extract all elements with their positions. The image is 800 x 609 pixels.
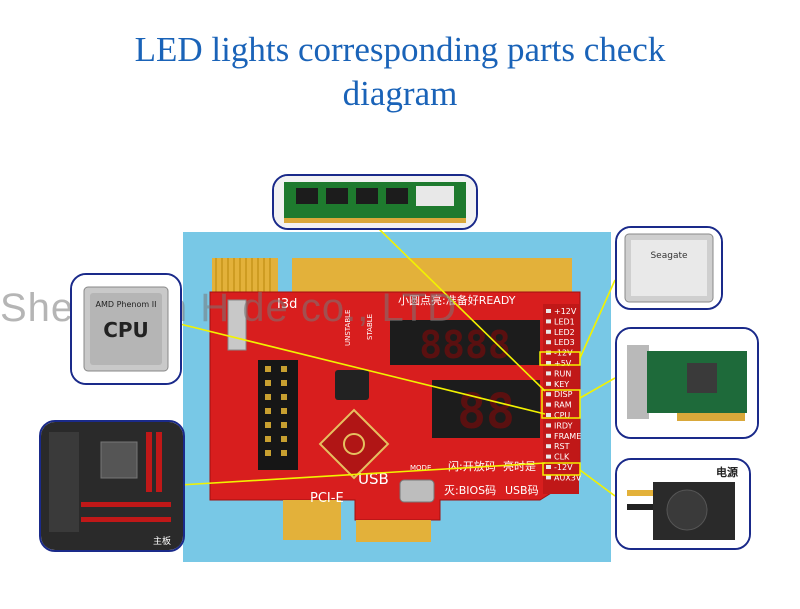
led-label: -12V: [554, 463, 573, 472]
ready-label: 小圆点亮:准备好READY: [398, 293, 516, 307]
led-indicator: [546, 319, 551, 324]
led-label: FRAME: [554, 432, 581, 441]
psu-frame: 电源: [615, 458, 751, 550]
led-label: CPU: [554, 411, 570, 420]
highlight-disp-ram-cpu: [541, 389, 581, 419]
led-indicator: [546, 413, 551, 417]
pcie-label: PCI-E: [310, 491, 344, 506]
title-line-2: diagram: [342, 74, 458, 113]
unstable-label: UNSTABLE: [344, 310, 352, 346]
cpu-text: CPU: [103, 318, 149, 342]
led-indicator: [546, 361, 551, 365]
psu-text: 电源: [716, 465, 738, 479]
led-indicator: [546, 381, 551, 386]
connector-lines: [179, 227, 616, 497]
led-label: LED3: [554, 338, 575, 347]
led-indicator: [546, 475, 551, 480]
led-indicator: [546, 433, 551, 438]
psu-image: 电源: [617, 460, 749, 548]
led-indicator: [546, 309, 551, 313]
brand-label: I3d: [277, 297, 297, 312]
led-label: DISP: [554, 390, 573, 399]
led-indicator: [546, 444, 551, 449]
led-indicator: [546, 329, 551, 334]
led-indicator: [546, 371, 551, 376]
micro-usb-port: [399, 479, 435, 503]
flash-label-2: 灭:BIOS码: [444, 484, 496, 497]
led-label: RAM: [554, 401, 572, 410]
led-indicator: [546, 392, 551, 397]
hdd-frame: Seagate: [615, 226, 723, 310]
flash-label-1: 闪:开放码: [448, 459, 496, 473]
highlight-power-leds: [539, 351, 581, 366]
graphics-card-image: [617, 329, 757, 437]
chip: [318, 408, 390, 480]
pcie-connector-fingers: [283, 500, 431, 542]
led-label: -12V: [554, 349, 573, 358]
led-indicator: [546, 465, 551, 469]
led-indicator: [546, 340, 551, 345]
cpu-brand: AMD Phenom II: [96, 300, 157, 309]
ram-image: [274, 176, 476, 228]
cpu-image: AMD Phenom II CPU: [72, 275, 180, 383]
led-label: +5V: [554, 359, 572, 368]
stable-label: STABLE: [366, 314, 374, 340]
led-label: IRDY: [554, 421, 573, 430]
mode-label: MODE: [410, 464, 431, 472]
seven-seg-bottom-digits: 88: [457, 384, 515, 440]
lit-label: 亮时是: [503, 459, 536, 473]
usb-code-label: USB码: [505, 484, 539, 497]
motherboard-image: 主板: [41, 422, 183, 550]
hdd-brand: Seagate: [650, 251, 688, 261]
ram-frame: [272, 174, 478, 230]
led-label: LED2: [554, 328, 575, 337]
pin-header: [258, 360, 298, 470]
highlight-aux: [542, 462, 581, 476]
hdd-image: Seagate: [617, 228, 721, 308]
motherboard-text: 主板: [153, 535, 171, 547]
led-label: AUX3V: [554, 473, 582, 482]
led-label: RUN: [554, 369, 571, 378]
seven-seg-top-digits: 8888: [419, 323, 511, 367]
seven-segment-top: [390, 320, 540, 365]
led-indicator: [546, 454, 551, 459]
led-label: +12V: [554, 307, 577, 316]
graphics-card-frame: [615, 327, 759, 439]
pci-connector-fingers: [212, 258, 572, 294]
led-label: CLK: [554, 453, 570, 462]
led-label: RST: [554, 442, 570, 451]
led-indicator: [546, 423, 551, 428]
led-indicator: [546, 402, 551, 407]
led-label: LED1: [554, 317, 575, 326]
push-button: [335, 370, 369, 400]
led-label: KEY: [554, 380, 569, 389]
title-line-1: LED lights corresponding parts check: [134, 30, 666, 69]
motherboard-frame: 主板: [39, 420, 185, 552]
cpu-frame: AMD Phenom II CPU: [70, 273, 182, 385]
diagram-title: LED lights corresponding parts check dia…: [0, 28, 800, 116]
